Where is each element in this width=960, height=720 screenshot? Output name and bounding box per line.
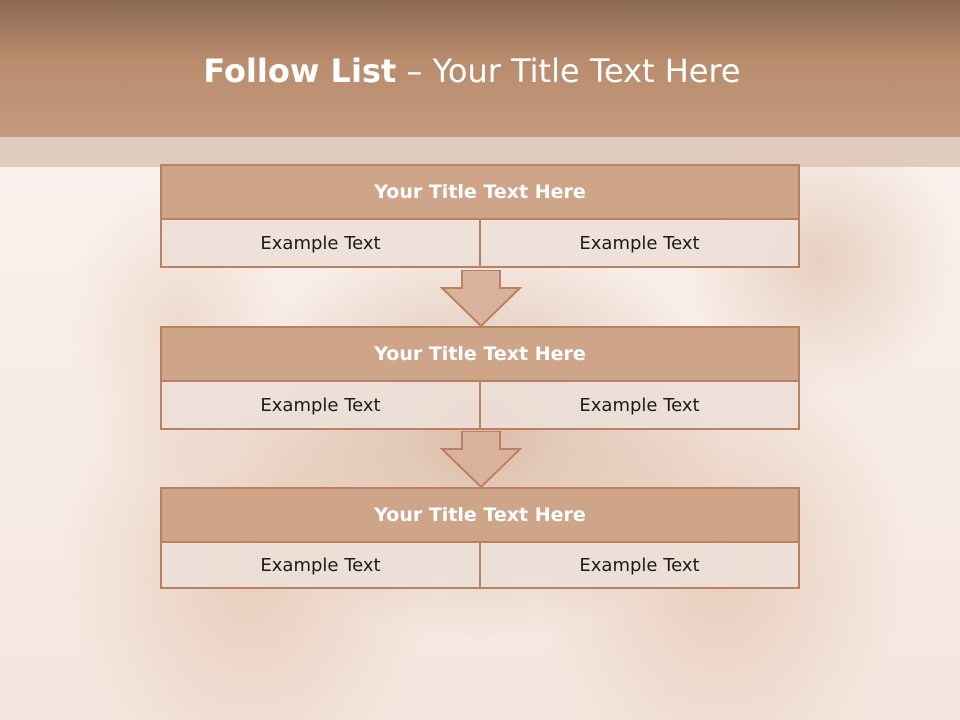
block-cell-right: Example Text [481, 543, 800, 589]
block-cell-right: Example Text [481, 382, 800, 430]
down-arrow-icon [440, 431, 522, 489]
header-band [0, 0, 960, 137]
header-strip [0, 137, 960, 167]
down-arrow-icon [440, 270, 522, 328]
block-cell-left: Example Text [160, 382, 481, 430]
block-cell-right: Example Text [481, 220, 800, 268]
title-rest: – Your Title Text Here [396, 52, 741, 90]
block-title: Your Title Text Here [160, 487, 800, 543]
list-block-2: Your Title Text Here Example Text Exampl… [160, 326, 800, 430]
block-row: Example Text Example Text [160, 382, 800, 430]
block-title: Your Title Text Here [160, 164, 800, 220]
block-cell-left: Example Text [160, 220, 481, 268]
block-row: Example Text Example Text [160, 220, 800, 268]
list-block-1: Your Title Text Here Example Text Exampl… [160, 164, 800, 268]
block-title: Your Title Text Here [160, 326, 800, 382]
block-cell-left: Example Text [160, 543, 481, 589]
list-block-3: Your Title Text Here Example Text Exampl… [160, 487, 800, 589]
block-row: Example Text Example Text [160, 543, 800, 589]
page-title: Follow List – Your Title Text Here [0, 52, 944, 90]
title-strong: Follow List [203, 52, 397, 90]
